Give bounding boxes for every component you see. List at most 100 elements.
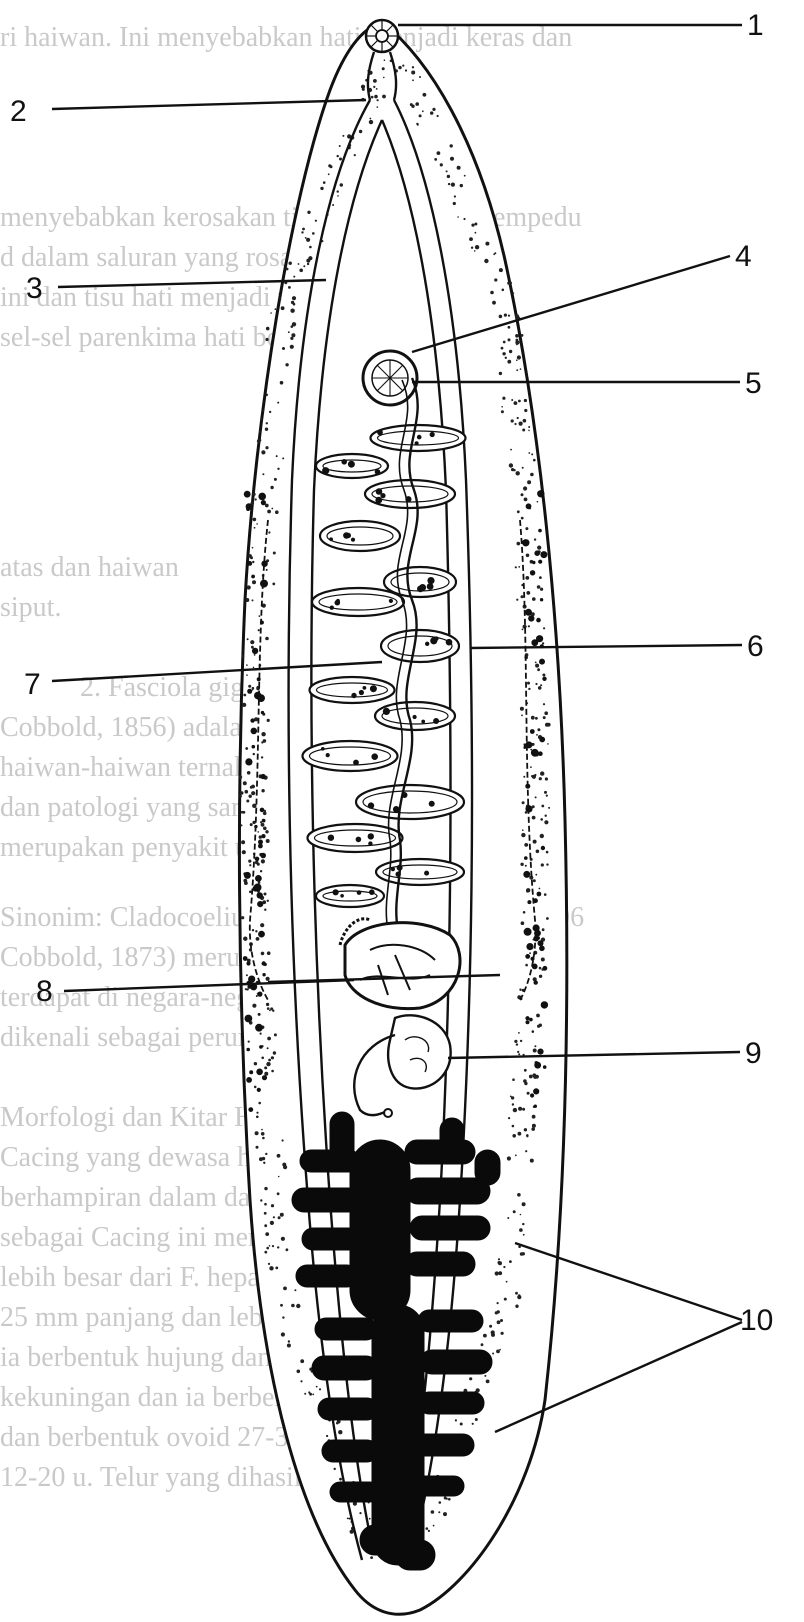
stipple-dot bbox=[527, 1092, 530, 1095]
stipple-dot bbox=[524, 1069, 527, 1072]
stipple-dot bbox=[540, 834, 544, 838]
stipple-dot bbox=[291, 325, 294, 328]
vitelline-follicle bbox=[541, 846, 545, 850]
stipple-dot bbox=[533, 1049, 537, 1053]
stipple-dot bbox=[258, 1102, 261, 1105]
testis-lobe bbox=[405, 1178, 490, 1204]
testis-lobe bbox=[420, 1350, 492, 1374]
stipple-dot bbox=[540, 771, 544, 775]
vitelline-follicle bbox=[527, 900, 531, 904]
stipple-dot bbox=[517, 510, 520, 513]
stipple-dot bbox=[502, 352, 505, 355]
stipple-dot bbox=[514, 423, 516, 425]
stipple-dot bbox=[539, 888, 541, 890]
vitelline-follicle bbox=[534, 1062, 541, 1069]
stipple-dot bbox=[249, 864, 251, 866]
stipple-dot bbox=[279, 298, 281, 300]
stipple-dot bbox=[411, 105, 414, 108]
stipple-dot bbox=[516, 1043, 518, 1045]
stipple-dot bbox=[277, 468, 279, 470]
stipple-dot bbox=[489, 1325, 492, 1328]
stipple-dot bbox=[419, 76, 421, 78]
stipple-dot bbox=[285, 363, 288, 366]
stipple-dot bbox=[426, 1527, 429, 1530]
stipple-dot bbox=[334, 1468, 336, 1470]
stipple-dot bbox=[263, 1162, 265, 1164]
stipple-dot bbox=[339, 145, 341, 147]
stipple-dot bbox=[260, 923, 264, 927]
stipple-dot bbox=[258, 1013, 261, 1016]
egg bbox=[415, 441, 419, 445]
stipple-dot bbox=[267, 719, 270, 722]
stipple-dot bbox=[304, 1393, 306, 1395]
stipple-dot bbox=[513, 469, 515, 471]
stipple-dot bbox=[257, 439, 261, 443]
stipple-dot bbox=[252, 547, 254, 549]
stipple-dot bbox=[246, 974, 248, 976]
stipple-dot bbox=[257, 831, 259, 833]
stipple-dot bbox=[277, 402, 279, 404]
stipple-dot bbox=[290, 337, 293, 340]
stipple-dot bbox=[506, 1281, 508, 1283]
stipple-dot bbox=[265, 637, 269, 641]
vitelline-follicle bbox=[247, 689, 252, 694]
stipple-dot bbox=[509, 463, 513, 467]
stipple-dot bbox=[254, 1062, 257, 1065]
stipple-dot bbox=[268, 1263, 270, 1265]
testis-lobe bbox=[418, 1392, 484, 1414]
stipple-dot bbox=[501, 406, 503, 408]
stipple-dot bbox=[520, 368, 522, 370]
stipple-dot bbox=[544, 791, 547, 794]
stipple-dot bbox=[253, 493, 256, 496]
egg bbox=[446, 639, 453, 646]
vitelline-follicle bbox=[246, 503, 253, 510]
stipple-dot bbox=[306, 238, 310, 242]
stipple-dot bbox=[382, 95, 386, 99]
stipple-dot bbox=[262, 473, 264, 475]
stipple-dot bbox=[500, 1319, 503, 1322]
vitelline-follicle bbox=[525, 609, 532, 616]
stipple-dot bbox=[320, 187, 323, 190]
stipple-dot bbox=[300, 1359, 304, 1363]
stipple-dot bbox=[267, 1037, 271, 1041]
stipple-dot bbox=[524, 1128, 527, 1131]
egg bbox=[351, 538, 355, 542]
stipple-dot bbox=[282, 347, 285, 350]
vitelline-follicle bbox=[537, 936, 540, 939]
vitelline-follicle bbox=[530, 729, 535, 734]
stipple-dot bbox=[542, 642, 544, 644]
stipple-dot bbox=[522, 801, 525, 804]
stipple-dot bbox=[342, 135, 344, 137]
stipple-dot bbox=[534, 1045, 536, 1047]
stipple-dot bbox=[265, 446, 268, 449]
stipple-dot bbox=[474, 223, 477, 226]
stipple-dot bbox=[303, 265, 305, 267]
stipple-dot bbox=[276, 455, 278, 457]
stipple-dot bbox=[251, 646, 254, 649]
stipple-dot bbox=[526, 1135, 528, 1137]
stipple-dot bbox=[498, 1261, 501, 1264]
stipple-dot bbox=[247, 585, 251, 589]
stipple-dot bbox=[252, 580, 256, 584]
testis-lobe bbox=[322, 1440, 378, 1462]
stipple-dot bbox=[309, 246, 312, 249]
stipple-dot bbox=[270, 312, 272, 314]
stipple-dot bbox=[267, 900, 269, 902]
stipple-dot bbox=[508, 1117, 510, 1119]
stipple-dot bbox=[257, 863, 260, 866]
vitelline-follicle bbox=[261, 834, 265, 838]
vitelline-follicle bbox=[543, 966, 548, 971]
stipple-dot bbox=[546, 863, 548, 865]
stipple-dot bbox=[256, 1146, 259, 1149]
stipple-dot bbox=[308, 256, 312, 260]
stipple-dot bbox=[499, 372, 502, 375]
stipple-dot bbox=[517, 1295, 521, 1299]
testis-lobe bbox=[405, 1252, 475, 1276]
stipple-dot bbox=[260, 1033, 262, 1035]
stipple-dot bbox=[520, 1214, 522, 1216]
stipple-dot bbox=[270, 486, 273, 489]
stipple-dot bbox=[496, 1350, 500, 1354]
stipple-dot bbox=[271, 1070, 274, 1073]
stipple-dot bbox=[516, 343, 518, 345]
stipple-dot bbox=[474, 250, 476, 252]
